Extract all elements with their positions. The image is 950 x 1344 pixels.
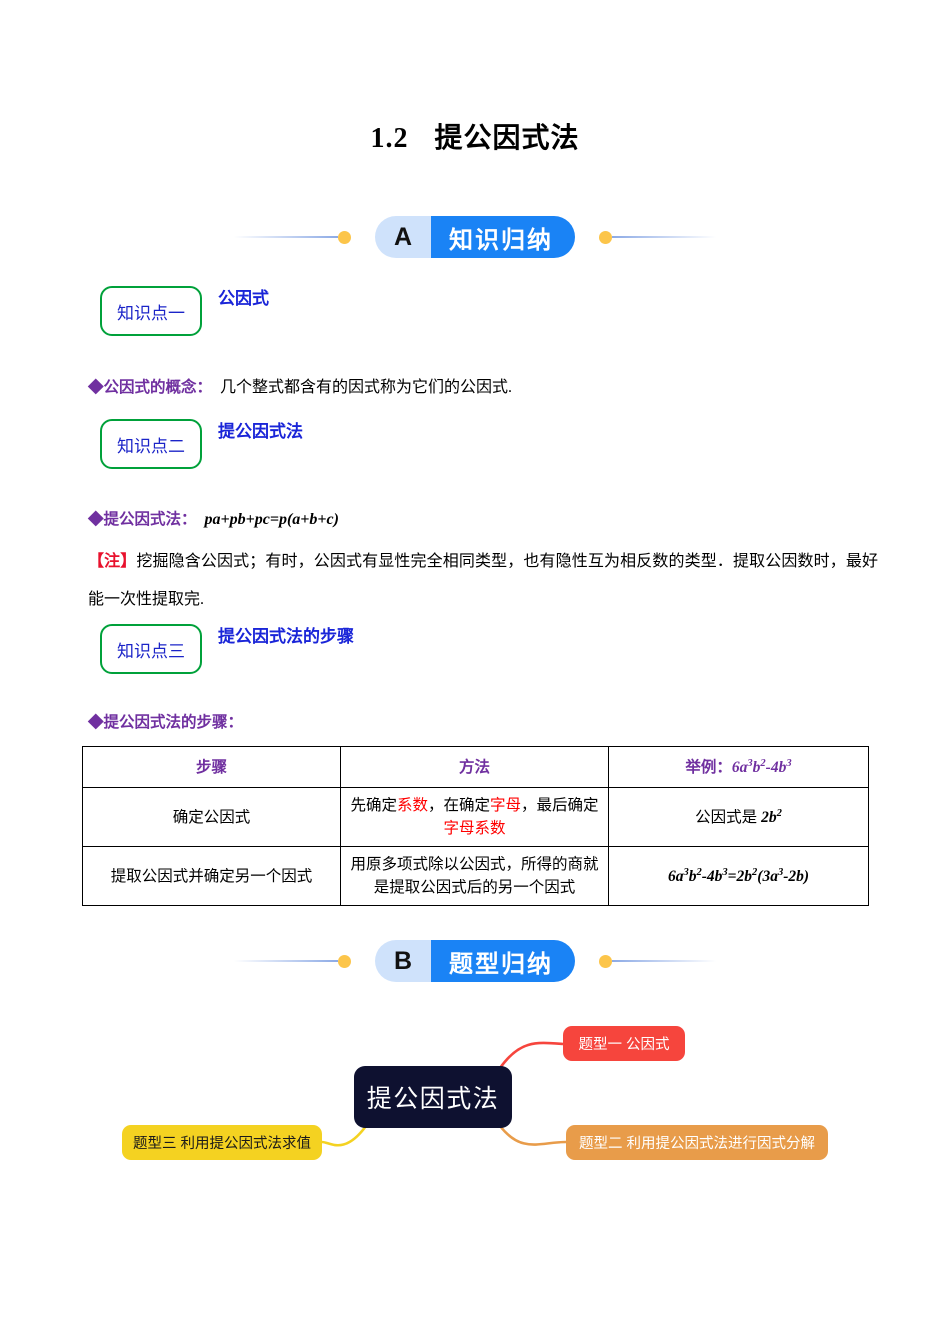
badge-dot-right-icon (599, 230, 612, 244)
method-line: ◆提公因式法： pa+pb+pc=p(a+b+c) (88, 505, 339, 535)
connector-red (498, 1041, 564, 1069)
section-pill-b: B 题型归纳 (375, 940, 575, 982)
concept-lead: ◆公因式的概念： (88, 379, 213, 396)
badge-line-left (234, 236, 338, 238)
note-block: 【注】挖掘隐含公因式；有时，公因式有显性完全相同类型，也有隐性互为相反数的类型．… (88, 543, 878, 619)
knowledge-point-2: 知识点二 提公因式法 (100, 419, 303, 469)
table-cell-example-expr-2: 6a3b2-4b3=2b2(3a3-2b) (667, 866, 810, 885)
mindmap-branch-3[interactable]: 题型三 利用提公因式法求值 (122, 1125, 322, 1160)
table-row: 提取公因式并确定另一个因式 用原多项式除以公因式，所得的商就是提取公因式后的另一… (82, 846, 869, 906)
badge-line-right (612, 236, 716, 238)
connector-yellow (321, 1125, 368, 1147)
badge-dot-left-icon (338, 954, 351, 968)
table-header-row: 步骤 方法 举例：6a3b2-4b3 (82, 746, 869, 788)
section-badge-b: B 题型归纳 (0, 938, 950, 984)
page-title-text: 提公因式法 (434, 123, 580, 154)
section-pill-a: A 知识归纳 (375, 216, 575, 258)
steps-lead: ◆提公因式法的步骤： (88, 708, 243, 738)
knowledge-point-3-tag: 知识点三 (100, 624, 202, 674)
table-cell-method-2: 用原多项式除以公因式，所得的商就是提取公因式后的另一个因式 (340, 846, 609, 906)
mindmap: 提公因式法 题型一 公因式 题型二 利用提公因式法进行因式分解 题型三 利用提公… (0, 1000, 950, 1210)
method-formula: pa+pb+pc=p(a+b+c) (204, 511, 339, 528)
table-header-method: 方法 (340, 746, 609, 788)
mindmap-branch-1[interactable]: 题型一 公因式 (563, 1026, 685, 1061)
section-badge-a: A 知识归纳 (0, 214, 950, 260)
note-text: 挖掘隐含公因式；有时，公因式有显性完全相同类型，也有隐性互为相反数的类型．提取公… (88, 553, 878, 608)
badge-dot-right-icon (599, 954, 612, 968)
badge-line-left (234, 960, 338, 962)
badge-dot-left-icon (338, 230, 351, 244)
mindmap-connectors (321, 1041, 567, 1147)
table-cell-example-1: 公因式是 2b2 (608, 787, 869, 847)
connector-orange (498, 1125, 567, 1146)
table-cell-example-expr-1: 2b2 (761, 807, 782, 826)
table-cell-step-1: 确定公因式 (82, 787, 341, 847)
note-tag: 【注】 (88, 553, 137, 570)
concept-line: ◆公因式的概念： 几个整式都含有的因式称为它们的公因式. (88, 373, 512, 403)
table-row: 确定公因式 先确定系数，在确定字母，最后确定字母系数 公因式是 2b2 (82, 787, 869, 847)
section-letter-b: B (375, 940, 431, 982)
knowledge-point-3: 知识点三 提公因式法的步骤 (100, 624, 354, 674)
knowledge-point-1-title: 公因式 (218, 289, 269, 308)
section-letter-a: A (375, 216, 431, 258)
section-label-b: 题型归纳 (431, 940, 575, 982)
method-lead: ◆提公因式法： (88, 511, 197, 528)
steps-table: 步骤 方法 举例：6a3b2-4b3 确定公因式 先确定系数，在确定字母，最后确… (82, 746, 869, 906)
knowledge-point-1-tag: 知识点一 (100, 286, 202, 336)
knowledge-point-1: 知识点一 公因式 (100, 286, 269, 336)
page-title: 1.2 提公因式法 (0, 116, 950, 156)
knowledge-point-2-tag: 知识点二 (100, 419, 202, 469)
table-header-example-expr: 6a3b2-4b3 (731, 757, 792, 776)
table-header-example: 举例：6a3b2-4b3 (608, 746, 869, 788)
table-cell-method-1: 先确定系数，在确定字母，最后确定字母系数 (340, 787, 609, 847)
knowledge-point-3-title: 提公因式法的步骤 (218, 627, 354, 646)
steps-lead-text: ◆提公因式法的步骤： (88, 714, 244, 731)
mindmap-branch-2[interactable]: 题型二 利用提公因式法进行因式分解 (566, 1125, 828, 1160)
table-header-step: 步骤 (82, 746, 341, 788)
badge-line-right (612, 960, 716, 962)
table-cell-step-2: 提取公因式并确定另一个因式 (82, 846, 341, 906)
section-label-a: 知识归纳 (431, 216, 575, 258)
mindmap-center-node[interactable]: 提公因式法 (354, 1066, 512, 1128)
table-cell-example-2: 6a3b2-4b3=2b2(3a3-2b) (608, 846, 869, 906)
knowledge-point-2-title: 提公因式法 (218, 422, 303, 441)
concept-text: 几个整式都含有的因式称为它们的公因式. (220, 379, 513, 396)
page-title-number: 1.2 (370, 123, 409, 154)
